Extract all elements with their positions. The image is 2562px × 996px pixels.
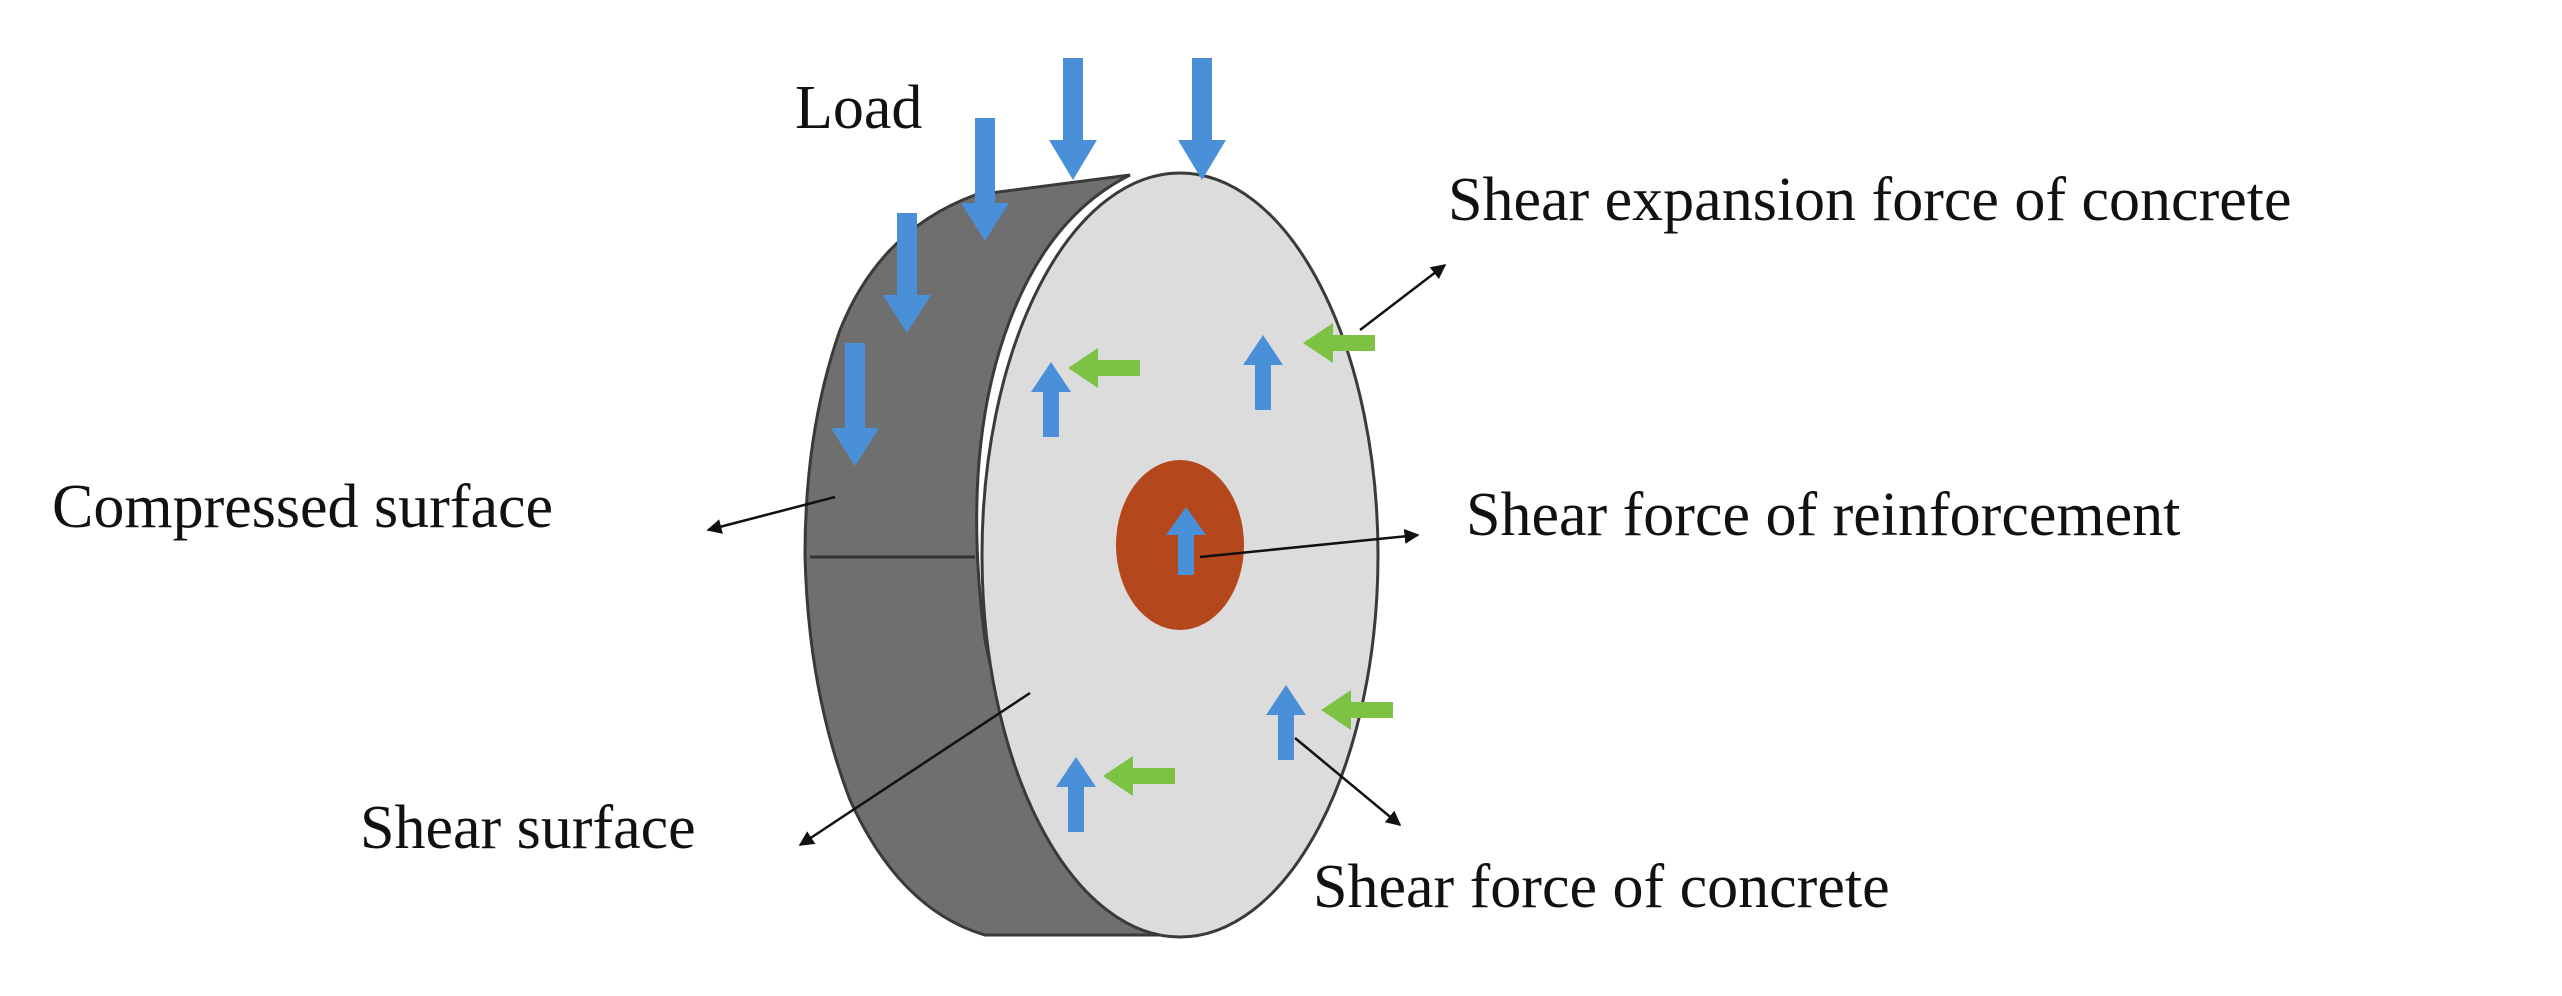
leader-compressed-surface [706,495,836,534]
expansion-left-arrow-2 [1303,323,1375,363]
expansion-left-arrow-3 [1321,690,1393,730]
leader-lines [706,264,1447,847]
label-shear-surface: Shear surface [360,794,696,862]
leader-shear-concrete [1294,737,1402,826]
load-arrow-4 [883,213,931,333]
load-arrow-2 [1178,58,1226,180]
leader-shear-surface [798,691,1031,847]
shear-up-arrow-2 [1243,335,1283,410]
expansion-left-arrow-4 [1103,756,1175,796]
shear-up-arrow-4 [1056,757,1096,832]
shear-arrows [1031,323,1393,832]
load-arrow-5 [831,343,879,466]
label-shear-force-concrete: Shear force of concrete [1313,853,1890,921]
label-shear-force-reinforcement: Shear force of reinforcement [1466,481,2180,549]
expansion-left-arrow-1 [1068,348,1140,388]
leader-shear-expansion [1359,264,1447,331]
label-compressed-surface: Compressed surface [52,473,553,541]
shear-up-arrow-1 [1031,362,1071,437]
load-arrow-3 [961,118,1009,241]
label-shear-expansion-force: Shear expansion force of concrete [1448,166,2291,234]
shear-up-arrow-3 [1266,685,1306,760]
load-arrow-1 [1049,58,1097,180]
load-arrows [831,58,1226,466]
rebar-shear-arrow [1166,507,1206,575]
label-load: Load [795,74,922,142]
leader-reinforcement [1199,528,1420,559]
disk-side-face [803,173,1171,937]
